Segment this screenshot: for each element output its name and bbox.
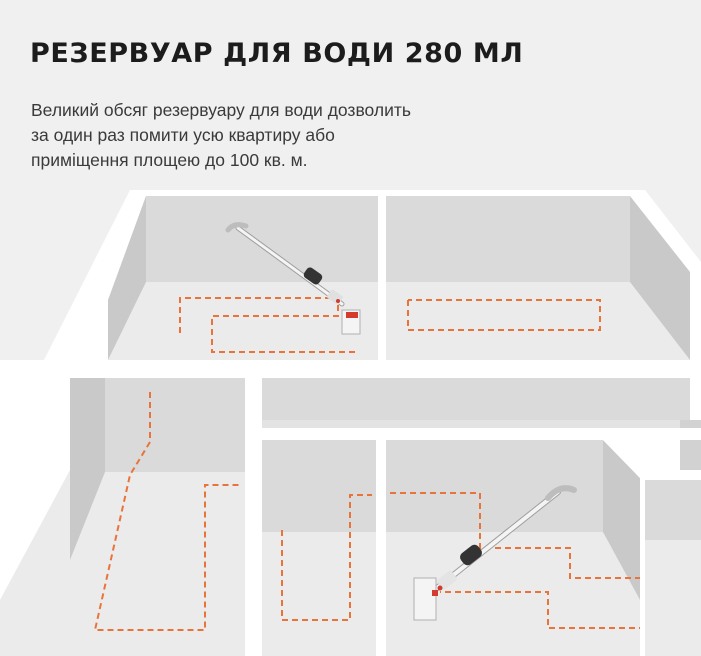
spray-mop-icon xyxy=(413,485,577,621)
floor-plan-illustration xyxy=(0,190,701,656)
cleaning-path xyxy=(179,297,358,353)
wall-divider xyxy=(378,196,386,360)
wall-divider xyxy=(44,360,701,378)
floor xyxy=(386,530,640,656)
wall-face-side xyxy=(603,440,640,600)
wall-face xyxy=(386,196,630,282)
wall-face-side xyxy=(108,196,146,360)
wall-divider xyxy=(376,428,386,656)
wall-face xyxy=(105,378,245,472)
room-top-left xyxy=(108,196,378,360)
room-left xyxy=(0,378,245,656)
room-middle xyxy=(245,440,376,656)
floor xyxy=(245,530,376,656)
wall-face-side xyxy=(70,378,105,560)
wall-face-side xyxy=(630,196,690,360)
cleaning-path xyxy=(281,494,372,621)
description-line: за один раз помити усю квартиру або xyxy=(31,125,335,145)
cleaning-path xyxy=(407,299,601,331)
wall-face xyxy=(645,480,701,540)
floor xyxy=(108,280,378,360)
cleaning-path xyxy=(93,392,242,631)
wall-face xyxy=(146,196,378,282)
wall-face xyxy=(680,420,701,470)
room-far-right xyxy=(645,420,701,656)
room-top-right xyxy=(386,196,690,360)
wall-divider xyxy=(603,428,645,656)
wall-divider xyxy=(245,378,262,656)
page-title: РЕЗЕРВУАР ДЛЯ ВОДИ 280 МЛ xyxy=(30,38,524,69)
spray-mop-icon xyxy=(225,222,361,335)
description-line: Великий обсяг резервуару для води дозвол… xyxy=(31,100,412,120)
floor xyxy=(645,540,701,656)
wall-divider xyxy=(245,428,701,440)
description: Великий обсяг резервуару для води дозвол… xyxy=(31,98,591,173)
wall-face xyxy=(260,440,376,532)
wall-face xyxy=(386,440,603,532)
floor xyxy=(0,470,245,656)
description-line: приміщення площею до 100 кв. м. xyxy=(31,150,308,170)
